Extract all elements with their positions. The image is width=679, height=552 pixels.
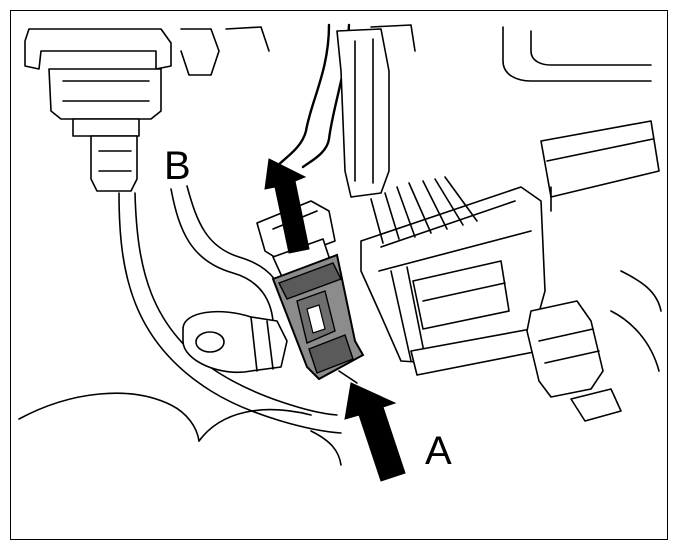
ring-terminal [182, 310, 288, 373]
connector-illustration [18, 23, 662, 482]
upper-right-panel [502, 26, 662, 372]
arrow-up-icon [264, 158, 310, 254]
label-b: B [164, 144, 191, 188]
diagram-frame: A B [10, 10, 668, 540]
far-right-connector [526, 300, 622, 422]
label-a: A [425, 429, 452, 473]
arrow-up-icon [344, 382, 406, 482]
right-connector-block [360, 176, 546, 376]
lower-left-surface [18, 392, 342, 466]
upper-wires [271, 23, 416, 198]
connector-a [256, 200, 365, 384]
upper-left-bracket [24, 26, 270, 192]
